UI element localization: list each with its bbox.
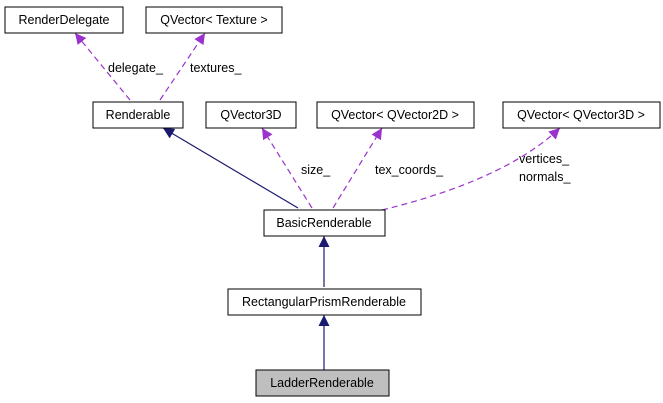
node-renderable[interactable]: Renderable (92, 101, 184, 129)
node-qvector-qvector3d-label: QVector< QVector3D > (517, 108, 645, 122)
node-qvector3d-label: QVector3D (220, 108, 281, 122)
edge-label-textures: textures_ (190, 61, 242, 75)
node-render-delegate[interactable]: RenderDelegate (4, 6, 124, 34)
edge-basic-to-renderable (162, 127, 299, 209)
node-qvector-qvector2d[interactable]: QVector< QVector2D > (316, 101, 475, 129)
edge-label-size: size_ (301, 163, 331, 177)
node-render-delegate-label: RenderDelegate (18, 13, 109, 27)
edge-label-normals: normals_ (519, 170, 571, 184)
node-qvector-qvector3d[interactable]: QVector< QVector3D > (502, 101, 661, 129)
edge-textures (159, 32, 206, 101)
node-rectangular-prism-renderable-label: RectangularPrismRenderable (242, 295, 406, 309)
node-basic-renderable[interactable]: BasicRenderable (263, 209, 386, 237)
edge-delegate (74, 32, 131, 101)
edge-label-tex-coords: tex_coords_ (375, 163, 444, 177)
node-qvector-qvector2d-label: QVector< QVector2D > (331, 108, 459, 122)
node-qvector3d[interactable]: QVector3D (205, 101, 297, 129)
edge-tex-coords (332, 127, 383, 209)
edge-vertices-normals (381, 127, 561, 211)
node-ladder-renderable-label: LadderRenderable (270, 376, 374, 390)
node-ladder-renderable[interactable]: LadderRenderable (255, 369, 390, 397)
node-rectangular-prism-renderable[interactable]: RectangularPrismRenderable (227, 288, 422, 316)
node-qvector-texture-label: QVector< Texture > (160, 13, 267, 27)
edge-size (261, 127, 313, 209)
node-renderable-label: Renderable (106, 108, 171, 122)
node-basic-renderable-label: BasicRenderable (276, 216, 371, 230)
edge-label-vertices: vertices_ (519, 152, 570, 166)
node-qvector-texture[interactable]: QVector< Texture > (145, 6, 283, 34)
edge-label-delegate: delegate_ (108, 61, 164, 75)
